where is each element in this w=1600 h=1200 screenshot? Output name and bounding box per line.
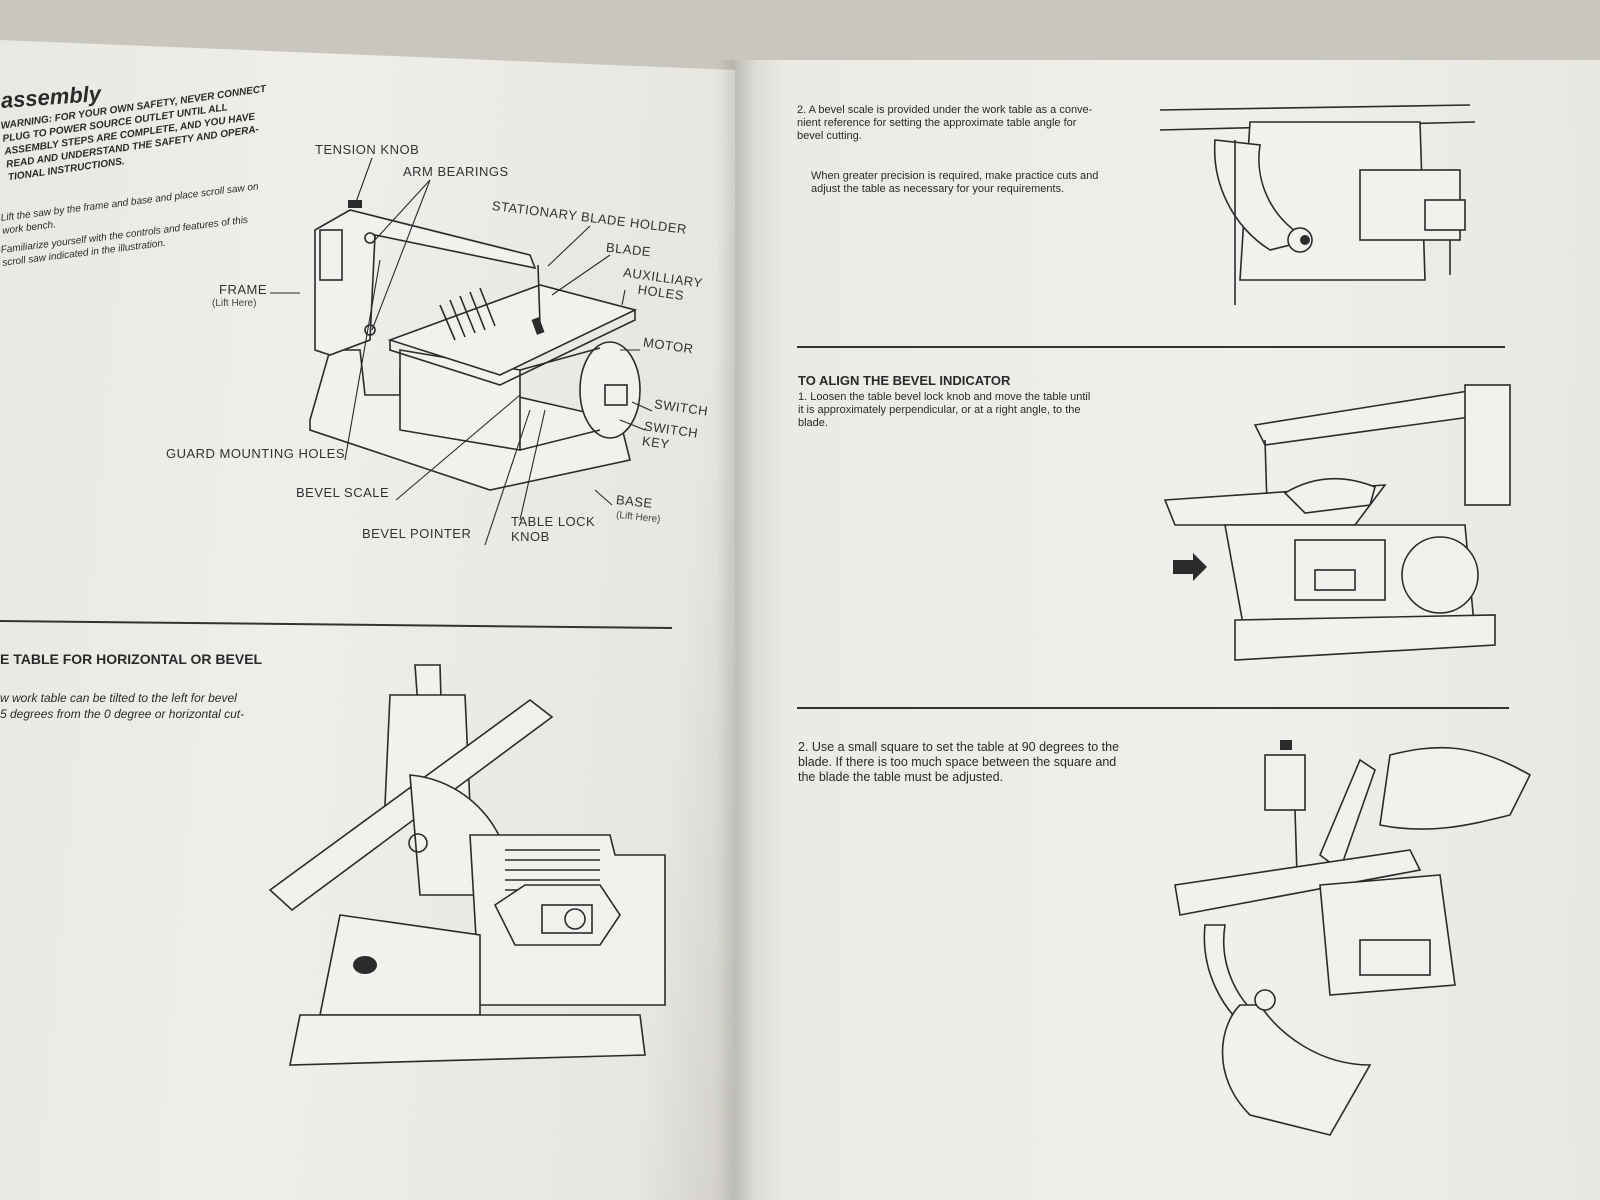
label-bevel-scale: BEVEL SCALE	[296, 485, 390, 500]
right-divider-1	[797, 346, 1505, 348]
align-table-illustration	[1163, 384, 1511, 661]
book-gutter	[716, 60, 756, 1200]
label-table-lock-knob: TABLE LOCK KNOB	[511, 514, 596, 544]
right-divider-2	[797, 707, 1509, 709]
align-step-1: 1. Loosen the table bevel lock knob and …	[798, 391, 1091, 429]
label-tension-knob: TENSION KNOB	[315, 142, 420, 157]
tilted-table-illustration	[268, 664, 666, 1066]
bevel-scale-step: 2. A bevel scale is provided under the w…	[797, 104, 1093, 142]
label-frame-sub: (Lift Here)	[212, 298, 257, 309]
align-bevel-heading: TO ALIGN THE BEVEL INDICATOR	[798, 373, 1011, 388]
label-guard-mounting-holes: GUARD MOUNTING HOLES	[166, 446, 346, 461]
bevel-scale-closeup	[1159, 104, 1476, 305]
label-bevel-pointer: BEVEL POINTER	[362, 526, 472, 541]
diagram-leader-lines	[270, 157, 653, 546]
precision-note: When greater precision is required, make…	[811, 170, 1099, 195]
label-frame: FRAME	[219, 282, 267, 297]
square-check-illustration	[1174, 740, 1532, 1136]
align-step-2: 2. Use a small square to set the table a…	[798, 740, 1120, 784]
label-arm-bearings: ARM BEARINGS	[403, 164, 509, 179]
tilt-table-heading: E TABLE FOR HORIZONTAL OR BEVEL	[0, 651, 263, 667]
tilt-table-body: w work table can be tilted to the left f…	[0, 691, 245, 721]
